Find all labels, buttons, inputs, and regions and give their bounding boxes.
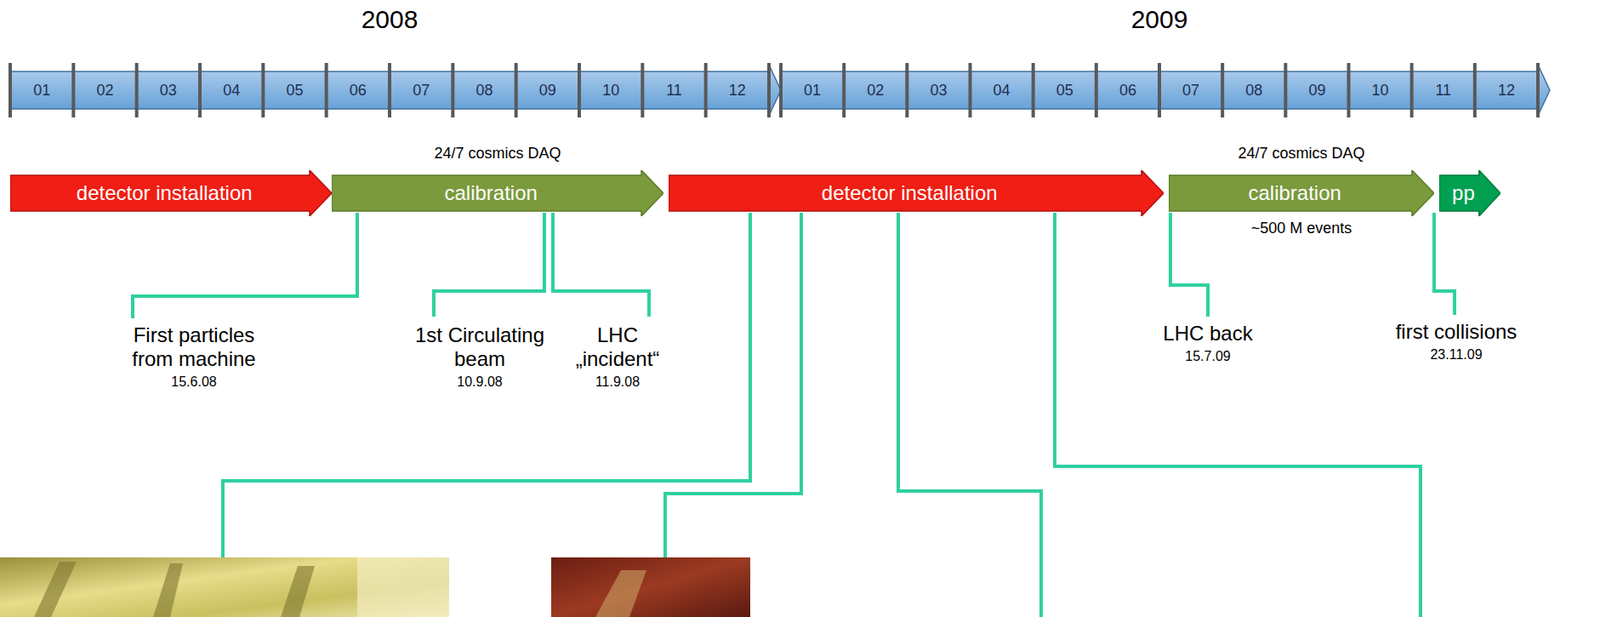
arrow-outline bbox=[668, 170, 1164, 217]
phase-label: detector installation bbox=[668, 170, 1164, 217]
month-tick bbox=[767, 62, 771, 118]
event-date: 15.7.09 bbox=[1184, 348, 1230, 365]
month-tick bbox=[1410, 62, 1414, 118]
phase-label: calibration bbox=[331, 170, 664, 217]
year-label: 2008 bbox=[361, 5, 419, 35]
month-tick bbox=[1283, 62, 1287, 118]
month-label: 05 bbox=[285, 80, 303, 100]
month-tick bbox=[1347, 62, 1351, 118]
arrow-outline bbox=[331, 170, 664, 217]
leader-lines bbox=[132, 212, 1455, 617]
month-label: 08 bbox=[1245, 80, 1263, 100]
month-label: 04 bbox=[222, 80, 240, 100]
month-tick bbox=[905, 62, 909, 118]
month-label: 12 bbox=[728, 80, 746, 100]
month-label: 10 bbox=[1372, 80, 1390, 100]
phase-label: detector installation bbox=[10, 170, 332, 217]
month-tick bbox=[261, 62, 265, 118]
month-tick bbox=[1473, 62, 1477, 118]
phase-note: 24/7 cosmics DAQ bbox=[1237, 144, 1365, 163]
month-tick bbox=[8, 62, 12, 118]
month-tick bbox=[514, 62, 519, 118]
month-label: 11 bbox=[1434, 80, 1452, 100]
month-label: 06 bbox=[1119, 80, 1137, 100]
photo-strip bbox=[0, 557, 751, 617]
event-date: 15.6.08 bbox=[170, 374, 217, 390]
month-ticks bbox=[10, 62, 1538, 118]
month-label: 01 bbox=[33, 80, 51, 100]
phase-note: ~500 M events bbox=[1251, 219, 1353, 238]
month-label: 03 bbox=[159, 80, 177, 100]
phase-label: calibration bbox=[1168, 170, 1435, 217]
phase-arrow: calibration bbox=[331, 170, 664, 217]
month-tick bbox=[1157, 62, 1162, 118]
month-label: 06 bbox=[349, 80, 367, 100]
year-band bbox=[10, 64, 781, 116]
event-date: 23.11.09 bbox=[1429, 347, 1482, 363]
phase-arrow: detector installation bbox=[668, 170, 1164, 217]
month-label: 10 bbox=[602, 80, 620, 100]
month-label: 07 bbox=[1182, 80, 1200, 100]
event-date: 10.9.08 bbox=[456, 374, 502, 390]
month-tick bbox=[1094, 62, 1099, 118]
event-label: First particles from machine bbox=[117, 323, 271, 371]
year-label: 2009 bbox=[1131, 5, 1189, 35]
month-label: 09 bbox=[539, 80, 557, 100]
month-label: 09 bbox=[1308, 80, 1326, 100]
arrow-outline bbox=[1439, 170, 1501, 217]
year-band bbox=[780, 64, 1550, 116]
month-label: 12 bbox=[1497, 80, 1515, 100]
month-tick bbox=[842, 62, 846, 118]
phase-note: 24/7 cosmics DAQ bbox=[433, 144, 561, 163]
month-tick bbox=[704, 62, 708, 118]
phase-arrow: detector installation bbox=[10, 170, 332, 217]
month-tick bbox=[198, 62, 202, 118]
month-label: 03 bbox=[929, 80, 947, 100]
month-label: 02 bbox=[866, 80, 884, 100]
month-label: 02 bbox=[96, 80, 114, 100]
month-tick bbox=[135, 62, 139, 118]
event-date: 11.9.08 bbox=[595, 374, 640, 390]
month-tick bbox=[640, 62, 644, 118]
month-tick bbox=[71, 62, 75, 118]
month-tick bbox=[1536, 62, 1540, 118]
month-label: 08 bbox=[475, 80, 493, 100]
arrow-outline bbox=[10, 170, 332, 217]
phase-label: pp bbox=[1439, 170, 1501, 217]
phase-arrow: pp bbox=[1439, 170, 1501, 217]
event-label: LHC „incident“ bbox=[562, 323, 673, 371]
event-label: first collisions bbox=[1395, 319, 1518, 344]
event-label: 1st Circulating beam bbox=[407, 323, 553, 371]
month-label: 07 bbox=[412, 80, 430, 100]
month-tick bbox=[324, 62, 329, 118]
month-label: 01 bbox=[803, 80, 821, 100]
month-tick bbox=[387, 62, 392, 118]
month-tick bbox=[779, 62, 783, 118]
event-label: LHC back bbox=[1162, 321, 1253, 346]
month-tick bbox=[577, 62, 581, 118]
month-label: 05 bbox=[1056, 80, 1074, 100]
month-tick bbox=[968, 62, 973, 118]
month-label: 11 bbox=[666, 80, 683, 100]
month-label: 04 bbox=[993, 80, 1011, 100]
arrow-outline bbox=[1168, 170, 1435, 217]
month-tick bbox=[450, 62, 455, 118]
month-tick bbox=[1220, 62, 1225, 118]
phase-arrow: calibration bbox=[1168, 170, 1435, 217]
month-tick bbox=[1031, 62, 1036, 118]
